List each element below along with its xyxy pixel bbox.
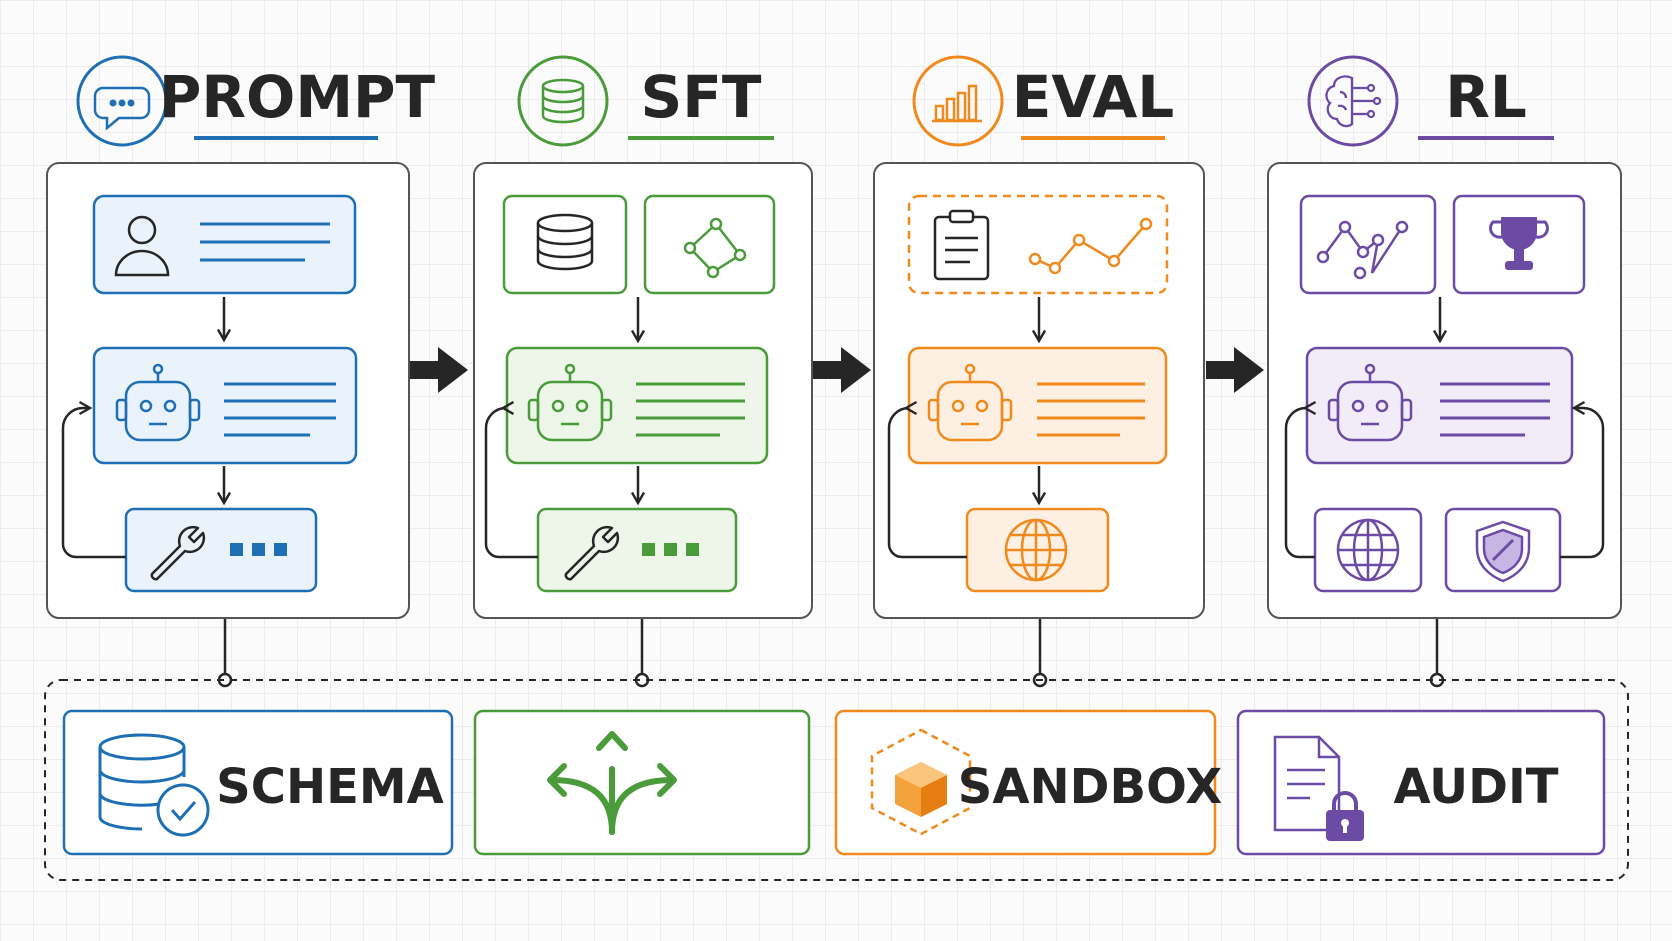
panel-sft	[473, 162, 813, 619]
schema-label: SCHEMA	[216, 759, 444, 815]
stage-header-sft: SFT	[517, 55, 774, 147]
dots-icon	[642, 543, 699, 556]
model-card	[92, 346, 358, 465]
wrench-icon	[150, 525, 206, 581]
brain-circuit-icon	[1307, 55, 1399, 147]
database-icon	[536, 213, 594, 271]
sandbox-label: SANDBOX	[958, 759, 1222, 815]
chat-bubble-icon	[76, 55, 168, 147]
feedback-loop-arrow	[61, 400, 126, 559]
graph-card	[643, 194, 776, 295]
wrench-icon	[564, 525, 620, 581]
stage-title-rl: RL	[1445, 63, 1527, 131]
feedback-loop-arrow	[1560, 400, 1605, 559]
document-lock-icon	[1273, 735, 1364, 841]
text-lines	[224, 382, 336, 437]
flow-arrow-icon	[410, 347, 468, 393]
feedback-loop-arrow	[1284, 400, 1317, 559]
flow-arrow-icon	[813, 347, 871, 393]
stage-underline-eval	[1021, 136, 1165, 140]
robot-icon	[927, 363, 1013, 442]
feedback-loop-arrow	[887, 400, 967, 559]
clipboard-icon	[933, 209, 990, 281]
cube-sandbox-icon	[870, 728, 972, 836]
robot-icon	[115, 363, 201, 442]
bottom-card-routing	[473, 709, 811, 856]
panel-eval	[873, 162, 1205, 619]
tool-card	[536, 507, 738, 593]
user-icon	[114, 215, 170, 277]
graph-nodes-icon	[683, 217, 747, 279]
line-chart-icon	[1316, 220, 1409, 280]
panel-prompt	[46, 162, 410, 619]
stage-header-rl: RL	[1307, 55, 1554, 147]
reward-curve-card	[1299, 194, 1437, 295]
text-lines	[636, 382, 745, 437]
environment-card	[965, 507, 1110, 593]
line-chart-icon	[1028, 217, 1153, 275]
dots-icon	[230, 543, 287, 556]
reward-card	[1452, 194, 1586, 295]
eval-metrics-card	[907, 194, 1169, 295]
text-lines	[1037, 382, 1145, 437]
safety-card	[1444, 507, 1562, 593]
globe-icon	[1004, 518, 1068, 582]
shield-icon	[1475, 520, 1531, 583]
tool-card	[124, 507, 318, 593]
audit-label: AUDIT	[1393, 759, 1558, 815]
split-arrows-icon	[547, 731, 677, 835]
flow-arrow-icon	[1206, 347, 1264, 393]
text-lines	[1440, 382, 1550, 437]
dataset-card	[502, 194, 628, 295]
bottom-card-schema: SCHEMA	[62, 709, 454, 856]
stage-header-eval: EVAL	[912, 55, 1174, 147]
model-card	[505, 346, 769, 465]
stage-underline-prompt	[194, 136, 378, 140]
globe-icon	[1336, 518, 1400, 582]
stage-underline-rl	[1418, 136, 1554, 140]
environment-card	[1313, 507, 1423, 593]
panel-connectors	[217, 619, 1445, 688]
database-icon	[517, 55, 609, 147]
stage-header-prompt: PROMPT	[76, 55, 436, 147]
database-check-icon	[98, 733, 210, 837]
stage-flow-arrows	[410, 347, 1264, 393]
text-lines	[200, 222, 330, 262]
bar-chart-icon	[912, 55, 1004, 147]
stage-title-sft: SFT	[641, 63, 762, 131]
robot-icon	[1327, 363, 1413, 442]
bottom-card-sandbox: SANDBOX	[834, 709, 1222, 856]
stage-underline-sft	[628, 136, 774, 140]
panel-rl	[1267, 162, 1622, 619]
model-card	[907, 346, 1168, 465]
feedback-loop-arrow	[484, 400, 538, 559]
robot-icon	[527, 363, 613, 442]
stage-title-prompt: PROMPT	[159, 63, 436, 131]
model-card	[1305, 346, 1574, 465]
user-input-card	[92, 194, 357, 295]
bottom-card-audit: AUDIT	[1236, 709, 1606, 856]
trophy-icon	[1489, 217, 1549, 270]
stage-title-eval: EVAL	[1012, 63, 1174, 131]
